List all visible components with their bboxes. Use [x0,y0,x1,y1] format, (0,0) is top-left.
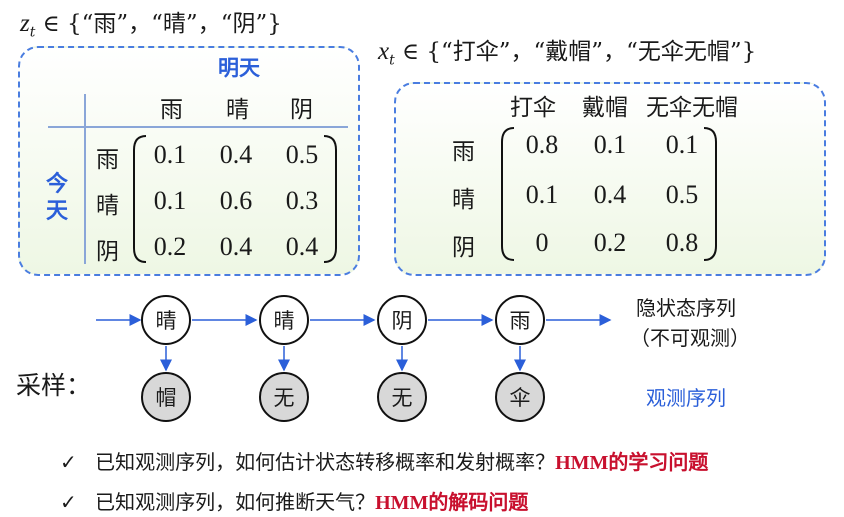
z-set-text: ∈ {“雨”，“晴”，“阴”} [35,11,282,37]
transition-col-label: 雨 [160,97,183,123]
transition-cell: 0.6 [219,186,253,215]
transition-cell: 0.1 [153,186,187,215]
transition-brackets [133,135,337,263]
hidden-sequence-label: 隐状态序列 [636,296,736,320]
emission-row-label: 晴 [452,187,475,213]
z-var: z [20,10,30,37]
emission-cell: 0.1 [665,130,699,159]
transition-cell: 0.5 [285,140,319,169]
hidden-state-node: 雨 [495,295,545,345]
emission-cell: 0.8 [665,228,699,257]
question-tag: HMM的解码问题 [375,492,529,514]
z-sub: t [29,24,36,41]
observation-node: 帽 [141,372,191,422]
check-icon: ✓ [60,450,77,474]
transition-header-divider [48,126,348,128]
hidden-state-node: 阴 [377,295,427,345]
observed-sequence-label: 观测序列 [646,386,726,410]
question-text: 已知观测序列，如何估计状态转移概率和发射概率？ [95,450,556,474]
emission-row-label: 阴 [452,235,475,261]
transition-cell: 0.3 [285,186,319,215]
emission-row-label: 雨 [452,139,475,165]
hidden-state-set: zt ∈ {“雨”，“晴”，“阴”} [20,4,282,41]
transition-row-divider [84,94,86,264]
observation-node: 伞 [495,372,545,422]
x-var: x [378,38,390,65]
observation-node: 无 [259,372,309,422]
question-tag: HMM的学习问题 [555,452,709,474]
transition-row-label: 雨 [96,147,119,173]
transition-cell: 0.4 [219,232,253,261]
transition-matrix-box [18,46,360,276]
emission-brackets [501,127,717,261]
emission-cell: 0 [535,228,549,257]
x-sub: t [389,52,395,69]
emission-matrix-box [394,82,826,276]
emission-col-label: 打伞 [510,95,556,121]
transition-col-label: 晴 [226,97,249,123]
emission-cell: 0.8 [525,130,559,159]
observation-set: xt ∈ {“打伞”，“戴帽”，“无伞无帽”} [378,32,756,69]
hidden-state-node: 晴 [259,295,309,345]
transition-col-label: 阴 [290,97,313,123]
transition-row-label: 晴 [96,193,119,219]
right-bracket [323,135,337,263]
observation-node: 无 [377,372,427,422]
transition-row-label: 阴 [96,239,119,265]
right-bracket [703,127,717,261]
left-bracket [501,127,515,261]
sampling-label: 采样： [16,371,92,400]
emission-cell: 0.2 [593,228,627,257]
transition-row-header-1: 今 [46,171,69,197]
hidden-sequence-note: （不可观测） [630,326,750,350]
question-2: ✓ 已知观测序列，如何推断天气？HMM的解码问题 [60,486,528,515]
transition-row-header-2: 天 [46,198,69,224]
emission-cell: 0.1 [593,130,627,159]
emission-col-label: 戴帽 [582,95,628,121]
question-text: 已知观测序列，如何推断天气？ [95,490,376,514]
transition-col-header: 明天 [218,55,260,80]
transition-cell: 0.1 [153,140,187,169]
emission-cell: 0.4 [593,180,627,209]
emission-cell: 0.5 [665,180,699,209]
transition-cell: 0.4 [285,232,319,261]
question-1: ✓ 已知观测序列，如何估计状态转移概率和发射概率？HMM的学习问题 [60,446,708,475]
emission-col-label: 无伞无帽 [646,95,738,121]
transition-cell: 0.4 [219,140,253,169]
hidden-state-node: 晴 [141,295,191,345]
transition-cell: 0.2 [153,232,187,261]
check-icon: ✓ [60,490,77,514]
x-set-text: ∈ {“打伞”，“戴帽”，“无伞无帽”} [394,39,757,65]
left-bracket [133,135,147,263]
emission-cell: 0.1 [525,180,559,209]
